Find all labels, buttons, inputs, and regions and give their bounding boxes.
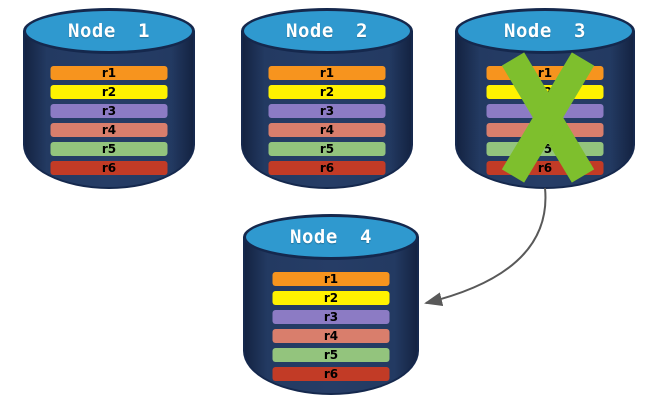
replica-bar-r5: r5 xyxy=(272,348,390,362)
replica-bar-r4: r4 xyxy=(50,123,168,137)
replica-bar-r1: r1 xyxy=(268,66,386,80)
replica-bars: r1 r2 r3 r4 r5 r6 xyxy=(50,66,168,180)
replica-bar-r2: r2 xyxy=(50,85,168,99)
replica-bar-r5: r5 xyxy=(268,142,386,156)
cylinder-top-ellipse: Node 3 xyxy=(455,8,635,54)
replica-bar-r3: r3 xyxy=(486,104,604,118)
replica-bar-r2: r2 xyxy=(486,85,604,99)
replica-bar-r4: r4 xyxy=(272,329,390,343)
replica-bar-r1: r1 xyxy=(50,66,168,80)
cylinder-top-ellipse: Node 4 xyxy=(243,214,419,260)
replica-bar-r3: r3 xyxy=(50,104,168,118)
replica-bar-r4: r4 xyxy=(268,123,386,137)
node-title: Node 2 xyxy=(286,20,368,42)
node-title: Node 1 xyxy=(68,20,150,42)
replica-bar-r5: r5 xyxy=(50,142,168,156)
replica-bars: r1 r2 r3 r4 r5 r6 xyxy=(272,272,390,386)
node-4: Node 4 r1 r2 r3 r4 r5 r6 xyxy=(243,214,419,395)
replica-bar-r2: r2 xyxy=(272,291,390,305)
replica-bar-r6: r6 xyxy=(268,161,386,175)
replica-bar-r6: r6 xyxy=(272,367,390,381)
replica-bar-r1: r1 xyxy=(486,66,604,80)
node-3: Node 3 r1 r2 r3 r4 r5 r6 xyxy=(455,8,635,189)
replica-bar-r6: r6 xyxy=(486,161,604,175)
replica-bar-r1: r1 xyxy=(272,272,390,286)
replica-bar-r6: r6 xyxy=(50,161,168,175)
node-2: Node 2 r1 r2 r3 r4 r5 r6 xyxy=(241,8,413,189)
replica-bars: r1 r2 r3 r4 r5 r6 xyxy=(268,66,386,180)
replica-bar-r3: r3 xyxy=(268,104,386,118)
node-title: Node 3 xyxy=(504,20,586,42)
node-1: Node 1 r1 r2 r3 r4 r5 r6 xyxy=(23,8,195,189)
replica-bar-r3: r3 xyxy=(272,310,390,324)
cylinder-top-ellipse: Node 2 xyxy=(241,8,413,54)
node-title: Node 4 xyxy=(290,226,372,248)
replica-bar-r4: r4 xyxy=(486,123,604,137)
replica-bar-r5: r5 xyxy=(486,142,604,156)
cylinder-top-ellipse: Node 1 xyxy=(23,8,195,54)
replica-bars: r1 r2 r3 r4 r5 r6 xyxy=(486,66,604,180)
replica-bar-r2: r2 xyxy=(268,85,386,99)
